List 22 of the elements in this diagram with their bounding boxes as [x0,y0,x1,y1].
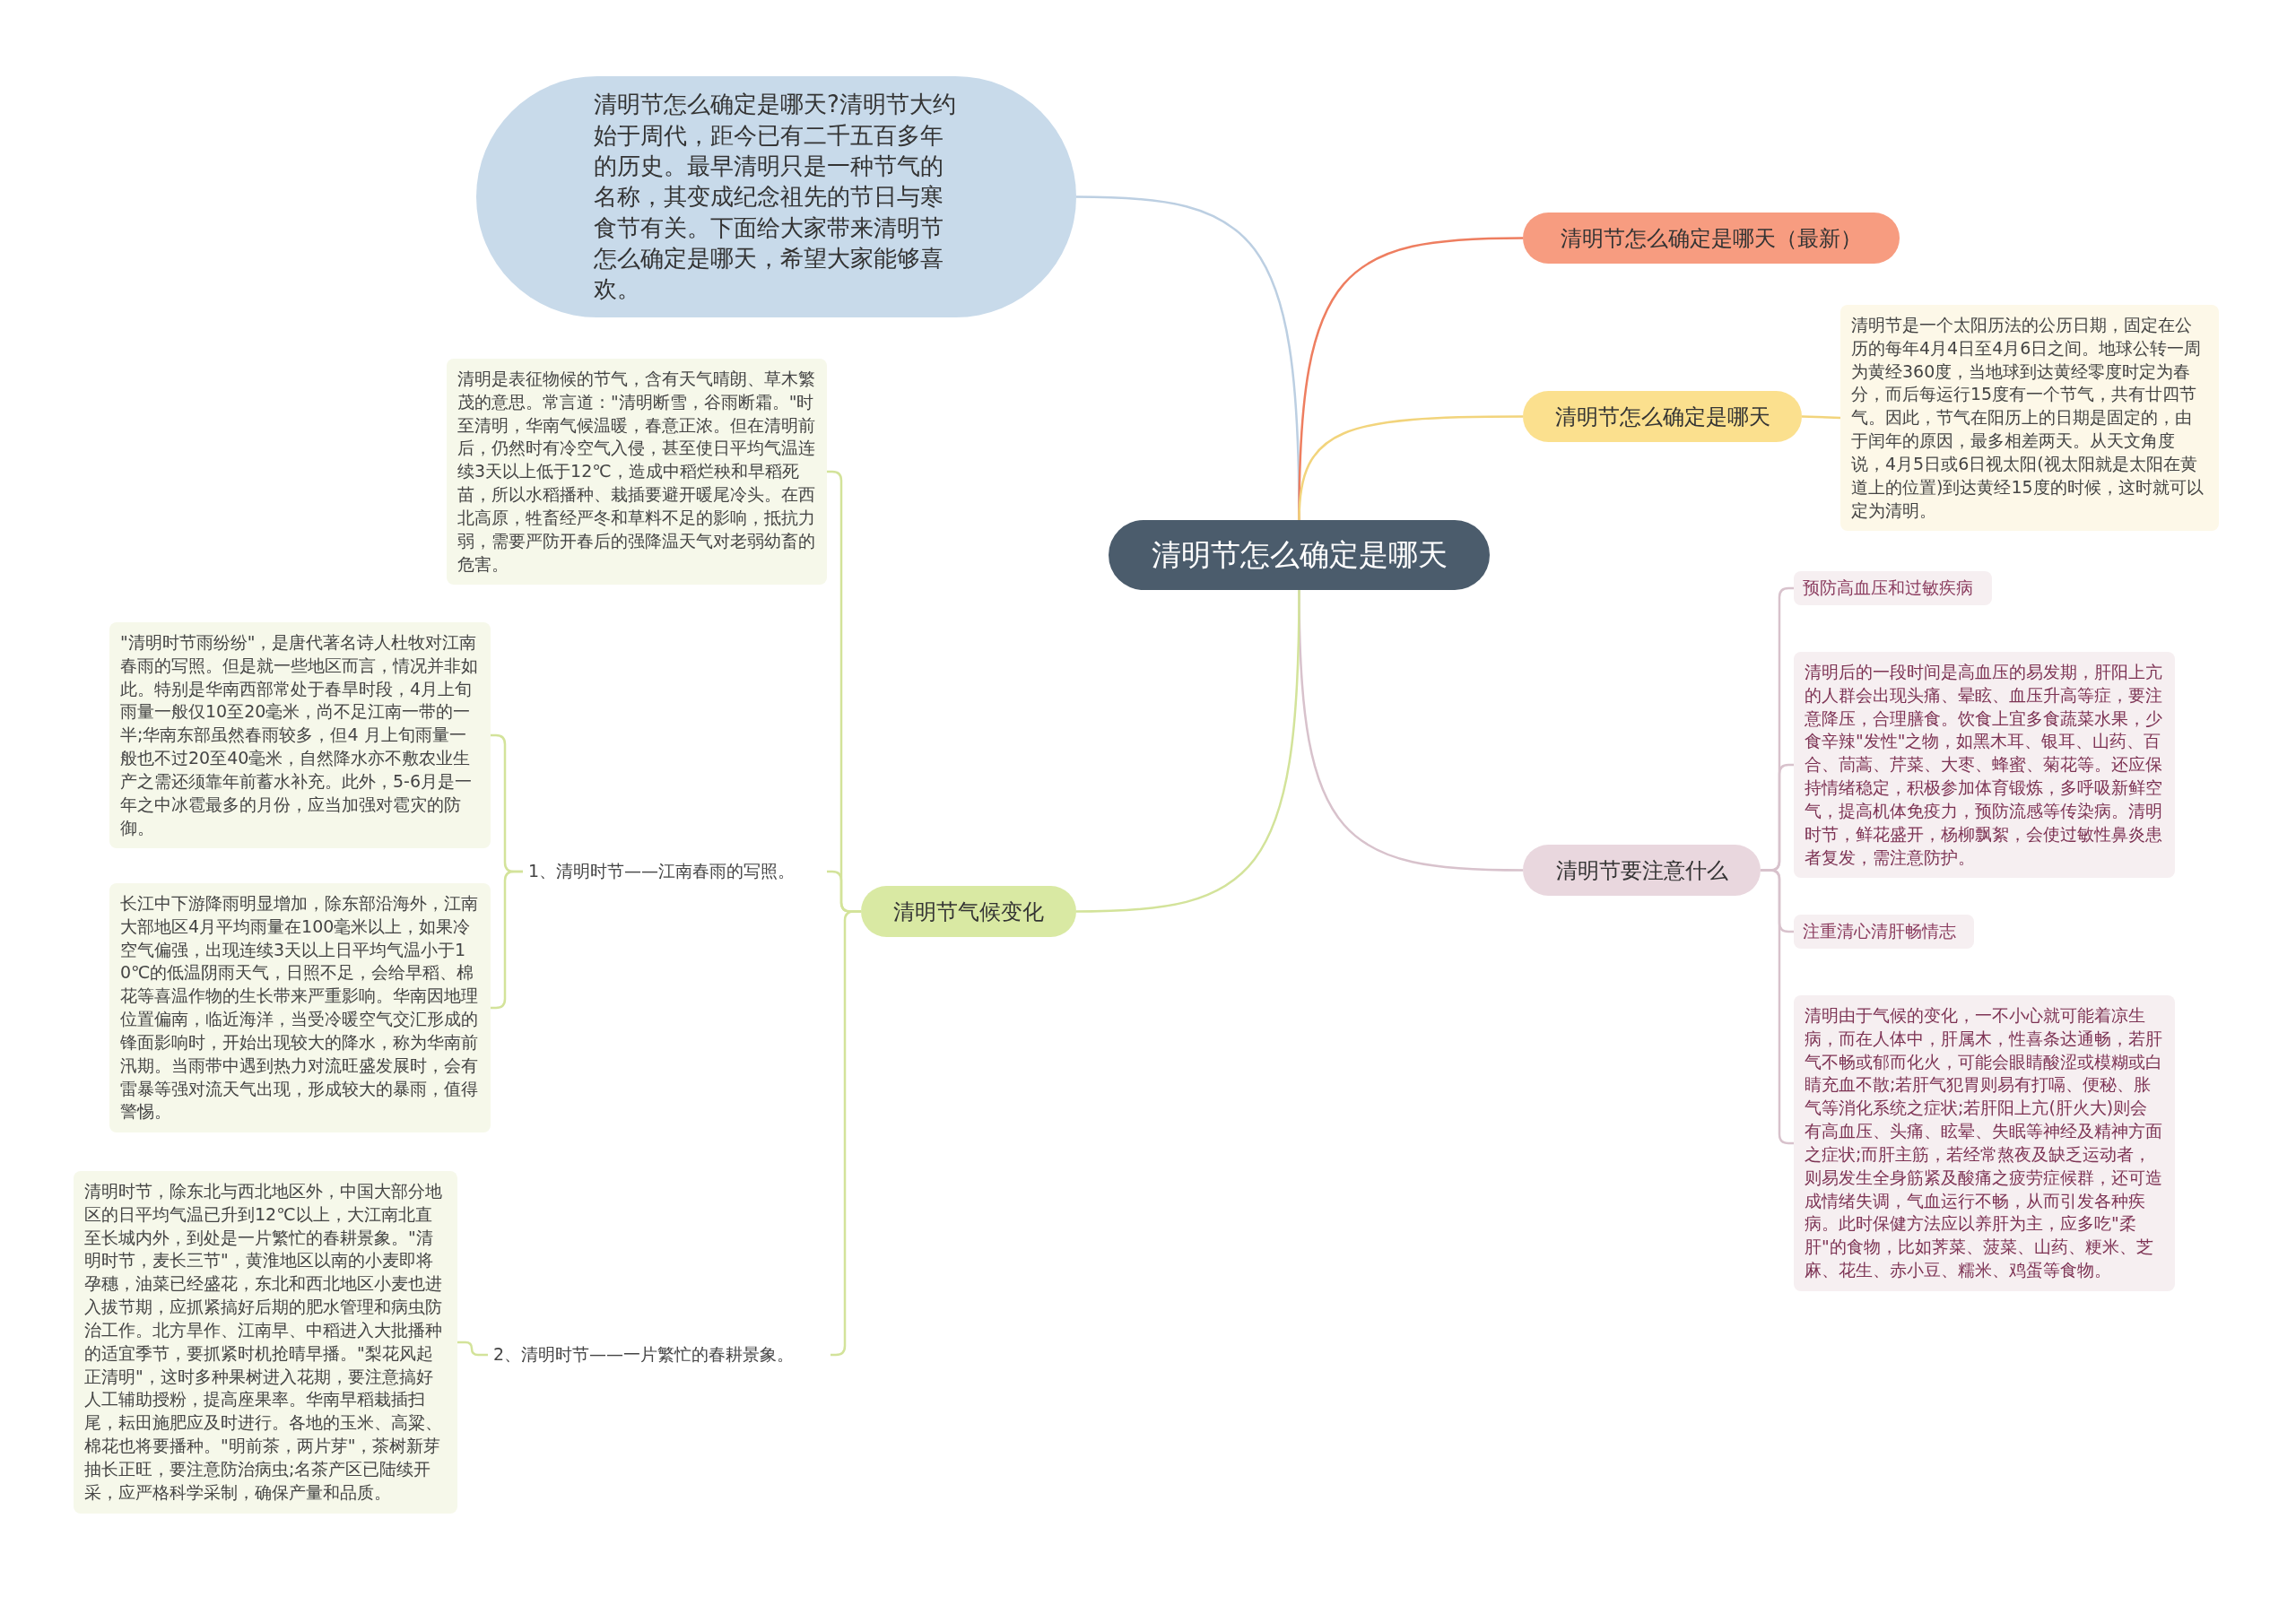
subtopic-label: 2、清明时节——一片繁忙的春耕景象。 [488,1337,831,1373]
note-card: "清明时节雨纷纷"，是唐代著名诗人杜牧对江南春雨的写照。但是就一些地区而言，情况并非如此。特别是华南西部常处于春旱时段，4月上旬雨量一般仅10至20毫米，尚不足江南一带的一半;华南东部虽然春雨较多，但4 月上旬雨量一般也不过20至40毫米，自然降水亦不敷农业生产之需还须靠年前蓄水补充。此外，5-6月是一年之中冰雹最多的月份，应当加强对雹灾的防御。 [109,622,491,849]
connector-line [1761,869,1794,1145]
intro-bubble: 清明节怎么确定是哪天?清明节大约始于周代，距今已有二千五百多年的历史。最早清明只是一种节气的名称，其变成纪念祖先的节日与寒食节有关。下面给大家带来清明节怎么确定是哪天，希望大家能够喜欢。 [476,76,1076,317]
root-topic: 清明节怎么确定是哪天 [1109,520,1490,590]
connector-line [1801,415,1841,420]
branch-topic: 清明节怎么确定是哪天 [1523,391,1802,442]
note-card: 清明时节，除东北与西北地区外，中国大部分地区的日平均气温已升到12℃以上，大江南北直至长城内外，到处是一片繁忙的春耕景象。"清明时节，麦长三节"，黄淮地区以南的小麦即将孕穗，油菜已经盛花，东北和西北地区小麦也进入拔节期，应抓紧搞好后期的肥水管理和病虫防治工作。北方旱作、江南早、中稻进入大批播种的适宜季节，要抓紧时机抢晴早播。"梨花风起正清明"，这时多种果树进入花期，要注意搞好人工辅助授粉，提高座果率。华南早稻栽插扫尾，耘田施肥应及时进行。各地的玉米、高粱、棉花也将要播种。"明前茶，两片芽"，茶树新芽抽长正旺，要注意防治病虫;名茶产区已陆续开采，应严格科学采制，确保产量和品质。 [74,1171,457,1514]
note-card: 长江中下游降雨明显增加，除东部沿海外，江南大部地区4月平均雨量在100毫米以上，如果冷空气偏强，出现连续3天以上日平均气温小于10℃的低温阴雨天气，日照不足，会给早稻、棉花等喜温作物的生长带来严重影响。华南因地理位置偏南，临近海洋，当受冷暖空气交汇形成的锋面影响时，开始出现较大的降水，称为华南前汛期。当雨带中遇到热力对流旺盛发展时，会有雷暴等强对流天气出现，形成较大的暴雨，值得警惕。 [109,883,491,1133]
subtopic-card: 预防高血压和过敏疾病 [1794,571,1992,605]
note-card: 清明后的一段时间是高血压的易发期，肝阳上亢的人群会出现头痛、晕眩、血压升高等症，要注意降压，合理膳食。饮食上宜多食蔬菜水果，少食辛辣"发性"之物，如黑木耳、银耳、山药、百合、茼蒿、芹菜、大枣、蜂蜜、菊花等。还应保持情绪稳定，积极参加体育锻炼，多呼吸新鲜空气，提高机体免疫力，预防流感等传染病。清明时节，鲜花盛开，杨柳飘絮，会使过敏性鼻炎患者复发，需注意防护。 [1794,652,2175,879]
branch-topic: 清明节气候变化 [861,886,1076,937]
branch-topic: 清明节要注意什么 [1523,845,1761,896]
connector-line [1298,415,1523,521]
note-card: 清明节是一个太阳历法的公历日期，固定在公历的每年4月4日至4月6日之间。地球公转一周为黄经360度，当地球到达黄经零度时定为春分，而后每运行15度有一个节气，共有廿四节气。因此，节气在阳历上的日期是固定的，由于闰年的原因，最多相差两天。从天文角度说，4月5日或6日视太阳(视太阳就是太阳在黄道上的位置)到达黄经15度的时候，这时就可以定为清明。 [1840,305,2219,532]
subtopic-label: 1、清明时节——江南春雨的写照。 [523,854,827,889]
subtopic-card: 注重清心清肝畅情志 [1794,915,1974,949]
connector-line [457,1341,488,1357]
note-card: 清明由于气候的变化，一不小心就可能着凉生病，而在人体中，肝属木，性喜条达通畅，若肝气不畅或郁而化火，可能会眼睛酸涩或模糊或白睛充血不散;若肝气犯胃则易有打嗝、便秘、胀气等消化系统之症状;若肝阳上亢(肝火大)则会有高血压、头痛、眩晕、失眠等神经及精神方面之症状;而肝主筋，若经常熬夜及缺乏运动者，则易发生全身筋紧及酸痛之疲劳症候群，还可造成情绪失调，气血运行不畅，从而引发各种疾病。此时保健方法应以养肝为主，应多吃"柔肝"的食物，比如荠菜、菠菜、山药、粳米、芝麻、花生、赤小豆、糯米、鸡蛋等食物。 [1794,995,2175,1291]
note-card: 清明是表征物候的节气，含有天气晴朗、草木繁茂的意思。常言道："清明断雪，谷雨断霜。"时至清明，华南气候温暖，春意正浓。但在清明前后，仍然时有冷空气入侵，甚至使日平均气温连续3天以上低于12℃，造成中稻烂秧和早稻死苗，所以水稻播种、栽插要避开暖尾冷头。在西北高原，牲畜经严冬和草料不足的影响，抵抗力弱，需要严防开春后的强降温天气对老弱幼畜的危害。 [447,359,827,586]
branch-topic: 清明节怎么确定是哪天（最新） [1523,213,1900,264]
connector-line [1075,590,1300,913]
